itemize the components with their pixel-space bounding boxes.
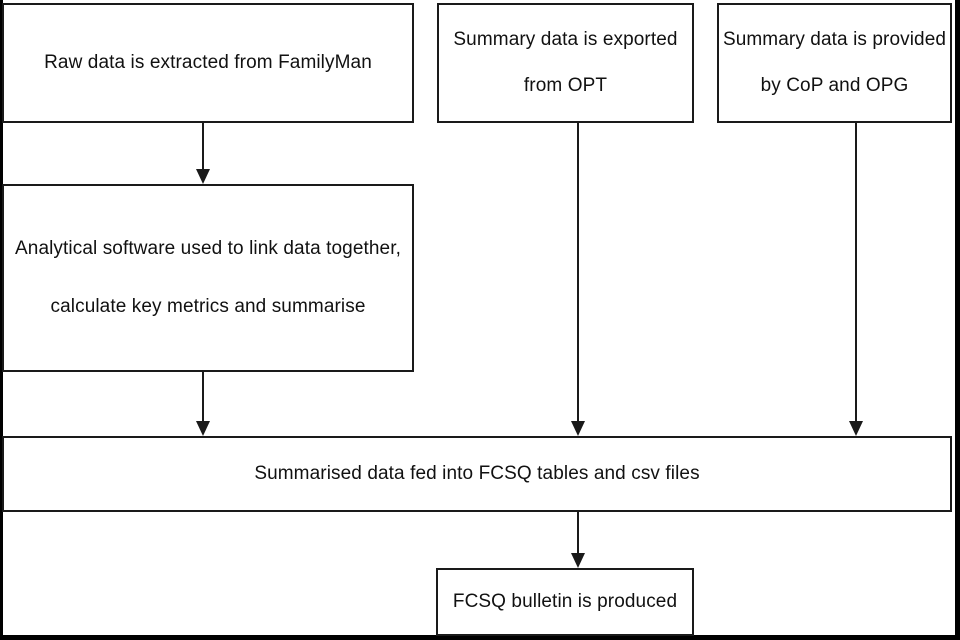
image-frame-right-edge: [955, 0, 960, 640]
flow-node-opt-export: Summary data is exported from OPT: [437, 3, 694, 123]
arrow-shaft: [202, 372, 204, 421]
arrow-shaft: [855, 123, 857, 421]
arrow-shaft: [202, 123, 204, 169]
flow-node-summarised-data-line-1: Summarised data fed into FCSQ tables and…: [254, 463, 700, 484]
flow-arrow-raw-data-to-analytical-software: [196, 123, 210, 184]
arrowhead-down-icon: [571, 421, 585, 436]
flow-node-fcsq-bulletin-line-1: FCSQ bulletin is produced: [452, 591, 678, 612]
flow-node-fcsq-bulletin: FCSQ bulletin is produced: [436, 568, 694, 636]
flow-node-analytical-software-line-2: calculate key metrics and summarise: [50, 296, 366, 317]
flow-node-cop-opg: Summary data is provided by CoP and OPG: [717, 3, 952, 123]
flow-node-raw-data-line-1: Raw data is extracted from FamilyMan: [44, 52, 372, 73]
arrowhead-down-icon: [196, 421, 210, 436]
flow-node-analytical-software-line-1: Analytical software used to link data to…: [15, 238, 401, 259]
flow-arrow-cop-opg-to-summarised-data: [849, 123, 863, 436]
arrow-shaft: [577, 123, 579, 421]
flow-arrow-summarised-data-to-fcsq-bulletin: [571, 512, 585, 568]
flow-arrow-analytical-software-to-summarised-data: [196, 372, 210, 436]
flow-node-cop-opg-line-1: Summary data is provided: [722, 29, 947, 50]
flow-node-summarised-data: Summarised data fed into FCSQ tables and…: [2, 436, 952, 512]
flow-node-analytical-software: Analytical software used to link data to…: [2, 184, 414, 372]
arrowhead-down-icon: [571, 553, 585, 568]
flow-node-opt-export-line-2: from OPT: [523, 75, 608, 96]
arrowhead-down-icon: [196, 169, 210, 184]
flow-node-raw-data: Raw data is extracted from FamilyMan: [2, 3, 414, 123]
arrow-shaft: [577, 512, 579, 553]
flow-node-cop-opg-line-2: by CoP and OPG: [760, 75, 909, 96]
image-frame-left-edge: [0, 0, 3, 640]
arrowhead-down-icon: [849, 421, 863, 436]
flow-node-opt-export-line-1: Summary data is exported: [453, 29, 678, 50]
image-frame-bottom-edge: [0, 635, 960, 640]
flow-arrow-opt-export-to-summarised-data: [571, 123, 585, 436]
